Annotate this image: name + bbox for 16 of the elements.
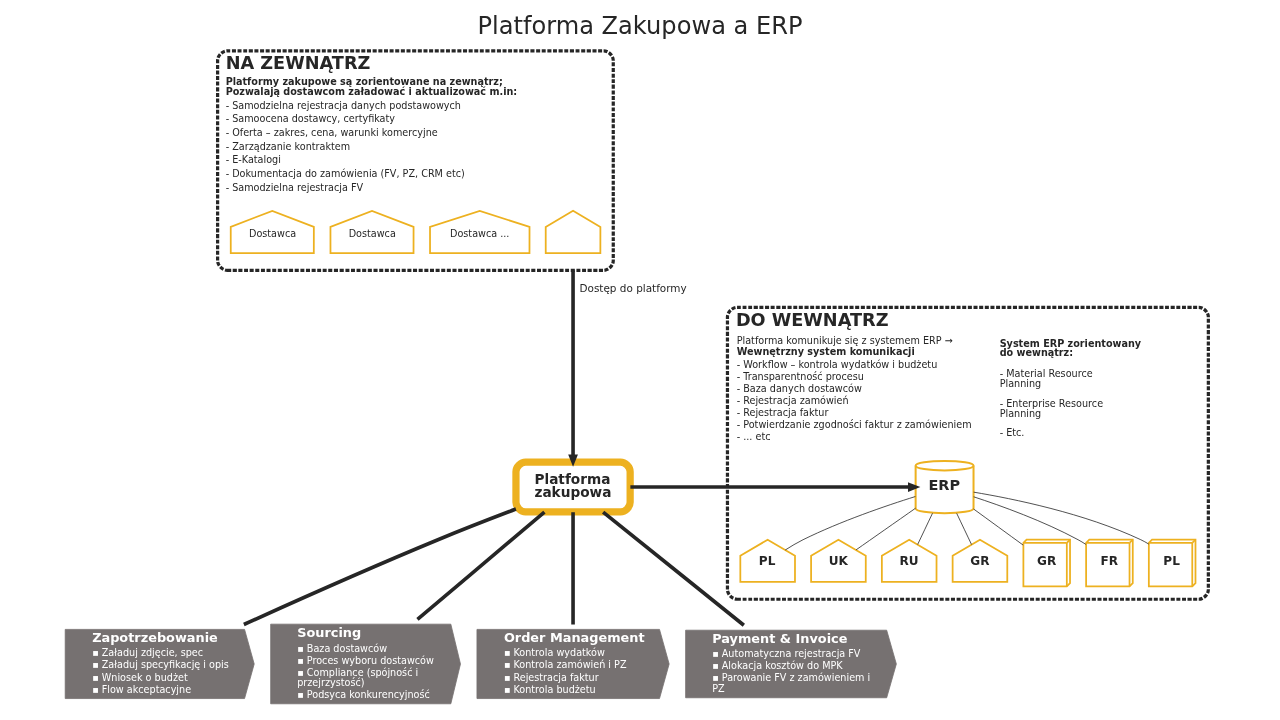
diagram-title: Platforma Zakupowa a ERP bbox=[477, 11, 803, 40]
arrow bbox=[568, 270, 578, 467]
edge-label: Dostęp do platformy bbox=[579, 281, 687, 294]
connector bbox=[602, 510, 745, 627]
node-picture bbox=[544, 209, 602, 254]
arrow bbox=[630, 482, 921, 492]
connector bbox=[917, 512, 933, 545]
connector bbox=[571, 512, 575, 625]
connector bbox=[243, 507, 517, 627]
node-box: Platforma zakupowa bbox=[512, 458, 634, 516]
connector bbox=[956, 512, 972, 545]
connector bbox=[784, 496, 916, 551]
connector bbox=[973, 496, 1087, 545]
connector bbox=[855, 507, 916, 551]
connector bbox=[416, 510, 546, 621]
connector bbox=[973, 508, 1024, 546]
